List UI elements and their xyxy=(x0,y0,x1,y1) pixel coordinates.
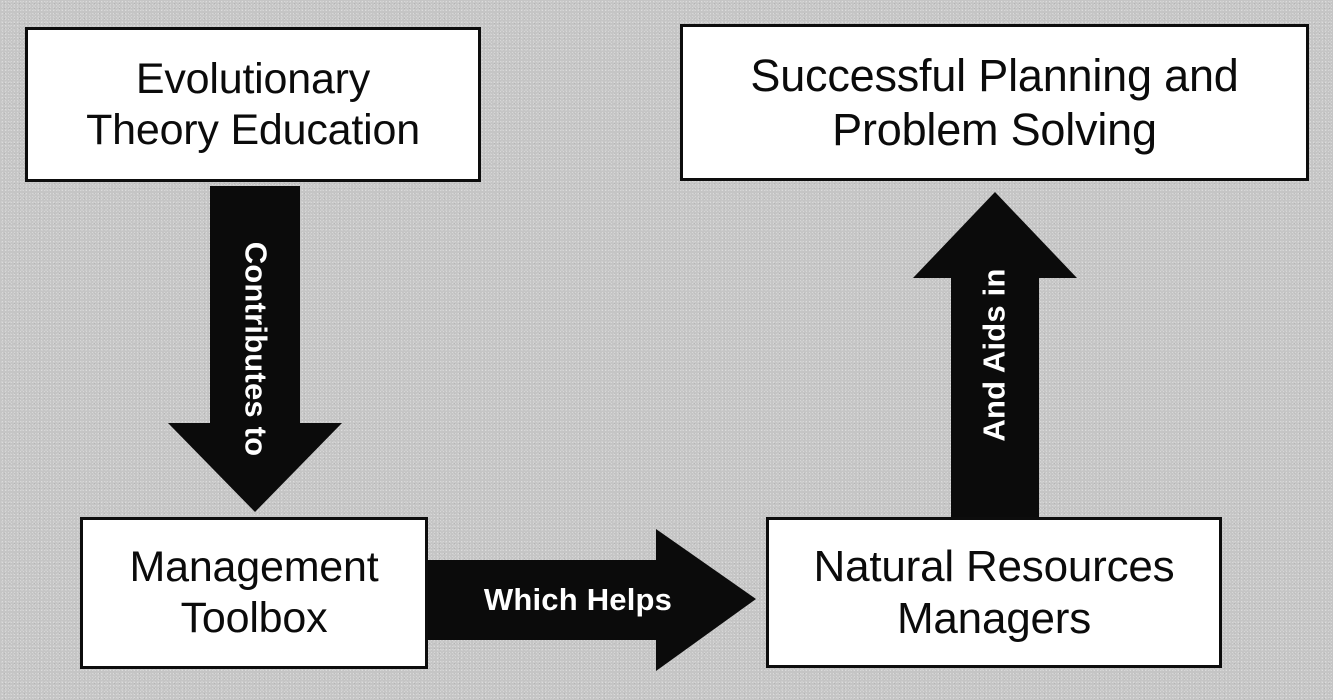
node-label: Successful Planning and Problem Solving xyxy=(750,50,1239,155)
arrow-contributes-to-down-icon xyxy=(168,186,342,512)
node-label: Management Toolbox xyxy=(129,543,379,642)
node-label: Natural Resources Managers xyxy=(813,541,1175,643)
node-label: Evolutionary Theory Education xyxy=(86,54,420,154)
node-management-toolbox[interactable]: Management Toolbox xyxy=(80,517,428,669)
node-successful-planning-and-problem-solving[interactable]: Successful Planning and Problem Solving xyxy=(680,24,1309,181)
node-natural-resources-managers[interactable]: Natural Resources Managers xyxy=(766,517,1222,668)
arrow-and-aids-in-up-icon xyxy=(913,192,1077,517)
node-evolutionary-theory-education[interactable]: Evolutionary Theory Education xyxy=(25,27,481,182)
arrow-which-helps-right-icon xyxy=(428,529,756,671)
